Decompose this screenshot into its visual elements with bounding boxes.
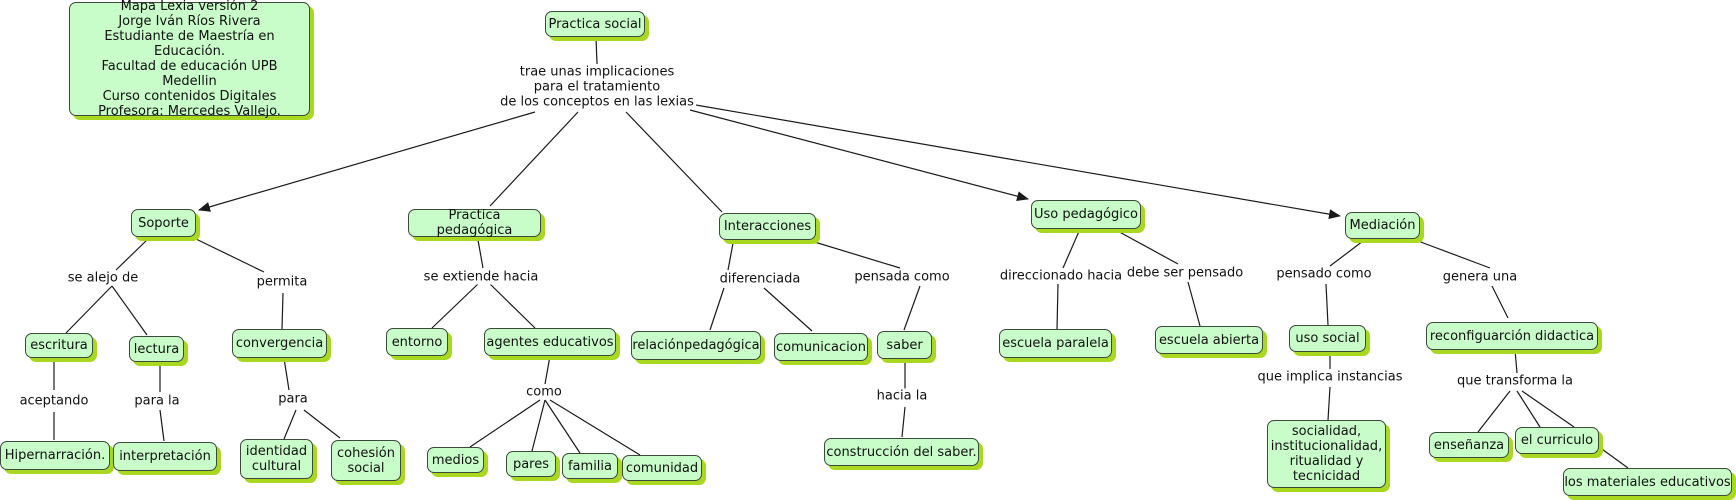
link-para-la: para la (132, 393, 182, 409)
concept-identidad-cultural[interactable]: identidad cultural (240, 439, 313, 479)
concept-ensenanza[interactable]: enseñanza (1429, 432, 1509, 458)
concept-entorno[interactable]: entorno (386, 328, 448, 356)
concept-socialidad[interactable]: socialidad, institucionalidad, ritualida… (1267, 420, 1386, 488)
link-genera-una: genera una (1440, 269, 1520, 285)
link-permita: permita (254, 274, 310, 290)
link-que-implica-instancias: que implica instancias (1255, 369, 1405, 385)
link-como: como (524, 384, 564, 400)
link-aceptando: aceptando (17, 393, 91, 409)
concept-escuela-paralela[interactable]: escuela paralela (999, 329, 1112, 358)
concept-uso-pedagogico[interactable]: Uso pedagógico (1031, 200, 1141, 229)
concept-reconfiguracion[interactable]: reconfiguarción didactica (1426, 322, 1598, 350)
concept-saber[interactable]: saber (877, 331, 932, 359)
concept-comunicacion[interactable]: comunicacion (774, 333, 868, 361)
concept-hipernarracion[interactable]: Hipernarración. (0, 441, 110, 470)
link-pensada-como: pensada como (852, 269, 952, 285)
concept-mediacion[interactable]: Mediación (1345, 212, 1420, 239)
concept-familia[interactable]: familia (562, 453, 618, 479)
concept-construccion-saber[interactable]: construcción del saber. (824, 438, 979, 466)
link-hacia-la: hacia la (874, 388, 930, 404)
link-se-extiende-hacia: se extiende hacia (421, 269, 541, 285)
concept-uso-social[interactable]: uso social (1289, 325, 1366, 352)
concept-escritura[interactable]: escritura (25, 333, 93, 358)
link-que-transforma-la: que transforma la (1454, 373, 1576, 389)
concept-lectura[interactable]: lectura (129, 336, 184, 362)
concept-practica-social[interactable]: Practica social (545, 11, 645, 37)
concept-escuela-abierta[interactable]: escuela abierta (1155, 326, 1263, 354)
concept-soporte[interactable]: Soporte (131, 209, 196, 237)
concept-curriculo[interactable]: el curriculo (1515, 427, 1599, 454)
concept-materiales-educativos[interactable]: los materiales educativos (1563, 468, 1732, 496)
link-diferenciada: diferenciada (717, 271, 803, 287)
concept-agentes-educativos[interactable]: agentes educativos (484, 328, 616, 356)
info-box: Mapa Lexia versión 2 Jorge Iván Ríos Riv… (69, 0, 310, 119)
link-para: para (276, 391, 310, 407)
link-se-alejo-de: se alejo de (65, 270, 141, 286)
concept-interacciones[interactable]: Interacciones (719, 213, 816, 240)
link-direccionado-hacia: direccionado hacia (997, 268, 1125, 284)
concept-medios[interactable]: medios (427, 447, 484, 473)
concept-pares[interactable]: pares (506, 451, 556, 477)
concept-cohesion-social[interactable]: cohesión social (331, 440, 401, 481)
link-pensado-como: pensado como (1274, 266, 1374, 282)
concept-comunidad[interactable]: comunidad (622, 455, 702, 481)
concept-interpretacion[interactable]: interpretación (113, 442, 217, 471)
concept-relacion-pedagogica[interactable]: relaciónpedagógica (631, 331, 761, 360)
link-trae-implicaciones: trae unas implicaciones para el tratamie… (498, 64, 696, 110)
concept-convergencia[interactable]: convergencia (232, 329, 327, 358)
link-debe-ser-pensado: debe ser pensado (1124, 265, 1246, 281)
concept-practica-pedagogica[interactable]: Practica pedagógica (408, 208, 541, 238)
